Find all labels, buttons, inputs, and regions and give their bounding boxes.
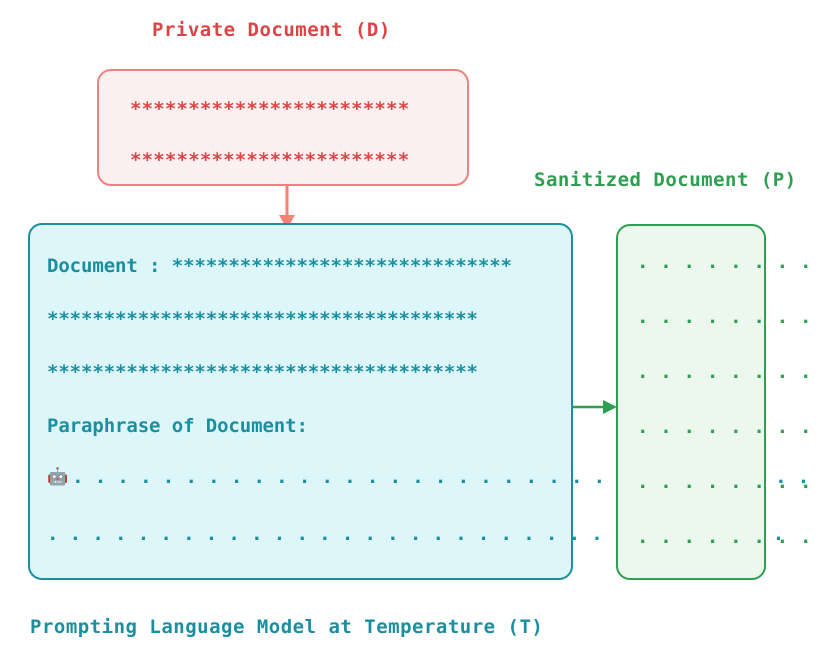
sanitized-line-3: . . . . . . . . — [637, 361, 812, 383]
private-document-line-1: ************************ — [130, 98, 410, 120]
robot-icon: 🤖 — [47, 466, 69, 487]
sanitized-line-6: . . . . . . . . — [637, 526, 812, 548]
sanitized-line-4: . . . . . . . . — [637, 416, 812, 438]
sanitized-document-box: . . . . . . . . . . . . . . . . . . . . … — [616, 224, 811, 580]
sanitized-line-2: . . . . . . . . — [637, 306, 812, 328]
prompt-paraphrase-label: Paraphrase of Document: — [47, 415, 308, 437]
green-right-arrow-icon — [573, 400, 617, 414]
sanitized-line-5: . . . . . . . . — [637, 471, 812, 493]
prompt-masked-line-1: ************************************** — [47, 308, 478, 330]
sanitized-document-title: Sanitized Document (P) — [534, 169, 797, 191]
prompt-masked-line-2: ************************************** — [47, 361, 478, 383]
prompt-document-line: Document : *****************************… — [47, 255, 512, 277]
private-document-line-2: ************************ — [130, 149, 410, 171]
red-down-arrow-icon — [279, 186, 295, 229]
private-document-box: ************************ ***************… — [97, 69, 469, 186]
sanitized-line-1: . . . . . . . . — [637, 251, 812, 273]
private-document-title: Private Document (D) — [152, 19, 391, 41]
prompt-box-caption: Prompting Language Model at Temperature … — [30, 616, 544, 638]
prompt-box: Document : *****************************… — [28, 223, 809, 580]
